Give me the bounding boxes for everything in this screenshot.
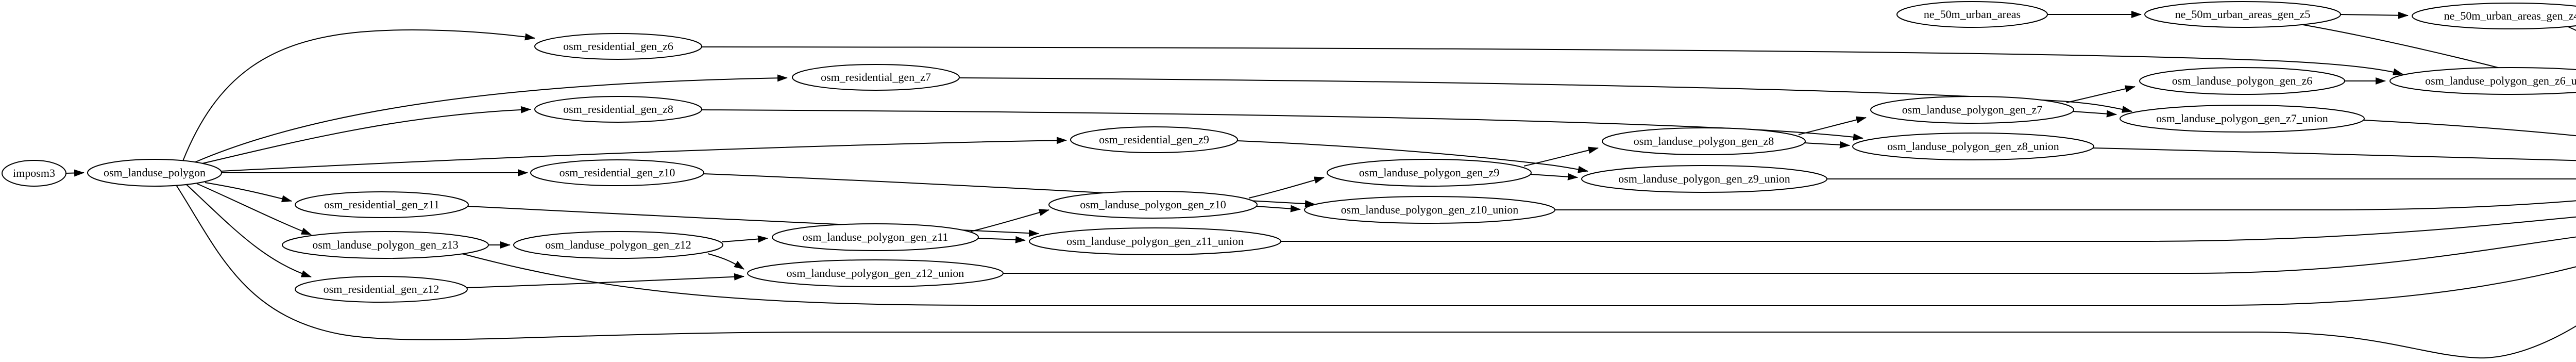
svg-text:osm_residential_gen_z12: osm_residential_gen_z12 — [324, 283, 439, 295]
svg-text:osm_landuse_polygon: osm_landuse_polygon — [104, 166, 206, 179]
edge-res_z9-to-z9_union — [1236, 140, 1588, 173]
edge-z11_union-to-layer_landuse-z11 — [1280, 216, 2576, 242]
svg-text:osm_landuse_polygon_gen_z9: osm_landuse_polygon_gen_z9 — [1359, 166, 1500, 179]
edge-gen_z12-to-z12_union — [707, 253, 744, 270]
edge-gen_z9-to-z9_union — [1530, 173, 1578, 180]
svg-text:osm_landuse_polygon_gen_z6_uni: osm_landuse_polygon_gen_z6_union — [2425, 74, 2576, 87]
edge-res_z12-to-z12_union — [466, 273, 744, 288]
svg-text:osm_residential_gen_z11: osm_residential_gen_z11 — [324, 198, 439, 211]
svg-text:osm_landuse_polygon_gen_z9_uni: osm_landuse_polygon_gen_z9_union — [1618, 172, 1790, 185]
svg-text:osm_landuse_polygon_gen_z7_uni: osm_landuse_polygon_gen_z7_union — [2156, 112, 2328, 125]
node-osm-landuse-polygon-gen-z7: osm_landuse_polygon_gen_z7 — [1870, 96, 2074, 124]
edge-z7_union-to-layer_landuse-z7 — [2363, 120, 2576, 137]
edge-gen_z11-to-gen_z10 — [970, 209, 1049, 232]
node-osm-landuse-polygon-gen-z6-union: osm_landuse_polygon_gen_z6_union — [2389, 67, 2576, 95]
edge-gen_z9-to-gen_z8 — [1523, 146, 1599, 167]
edge-osm_landuse_polygon-to-osm_residential_gen_z6 — [182, 29, 535, 161]
node-osm-landuse-polygon-gen-z8: osm_landuse_polygon_gen_z8 — [1602, 127, 1806, 155]
node-osm-landuse-polygon-gen-z6: osm_landuse_polygon_gen_z6 — [2139, 67, 2345, 95]
svg-text:osm_landuse_polygon_gen_z12: osm_landuse_polygon_gen_z12 — [545, 238, 691, 251]
svg-text:osm_residential_gen_z8: osm_residential_gen_z8 — [563, 103, 673, 116]
node-osm-landuse-polygon-gen-z9-union: osm_landuse_polygon_gen_z9_union — [1581, 165, 1827, 193]
node-osm-residential-gen-z7: osm_residential_gen_z7 — [792, 64, 960, 91]
edge-z12_union-to-layer_landuse-z12 — [1003, 236, 2576, 274]
svg-text:osm_landuse_polygon_gen_z11_un: osm_landuse_polygon_gen_z11_union — [1066, 235, 1244, 248]
node-osm-residential-gen-z9: osm_residential_gen_z9 — [1070, 126, 1238, 153]
node-osm-residential-gen-z11: osm_residential_gen_z11 — [295, 191, 469, 218]
node-osm-landuse-polygon-gen-z10: osm_landuse_polygon_gen_z10 — [1048, 191, 1258, 219]
edge-gen_z11-to-z11_union — [977, 236, 1026, 243]
node-osm-residential-gen-z8: osm_residential_gen_z8 — [534, 96, 702, 123]
node-osm-landuse-polygon: osm_landuse_polygon — [87, 159, 222, 187]
edge-gen_z7-to-gen_z6 — [2066, 85, 2136, 103]
edge-gen_z10-to-gen_z9 — [1248, 176, 1325, 199]
svg-text:osm_landuse_polygon_gen_z11: osm_landuse_polygon_gen_z11 — [803, 231, 948, 243]
edge-z8_union-to-layer_landuse-z8 — [2092, 147, 2576, 161]
svg-text:osm_landuse_polygon_gen_z7: osm_landuse_polygon_gen_z7 — [1902, 103, 2043, 116]
nodes: imposm3 osm_landuse_polygon osm_resident… — [2, 1, 2576, 303]
svg-text:osm_residential_gen_z10: osm_residential_gen_z10 — [560, 166, 675, 179]
edge-gen_z8-to-z8_union — [1804, 141, 1850, 149]
edge-osm_landuse_polygon-to-osm_residential_gen_z9 — [220, 137, 1067, 172]
edge-osm_landuse_polygon-to-osm_residential_gen_z7 — [193, 74, 788, 163]
edge-gen_z7-to-z7_union — [2072, 110, 2117, 118]
edge-gen_z10-to-z10_union — [1256, 205, 1301, 212]
node-ne-50m-urban-areas-gen-z4: ne_50m_urban_areas_gen_z4 — [2412, 3, 2576, 29]
node-osm-landuse-polygon-gen-z11: osm_landuse_polygon_gen_z11 — [772, 223, 979, 251]
svg-text:osm_landuse_polygon_gen_z8_uni: osm_landuse_polygon_gen_z8_union — [1887, 140, 2059, 153]
svg-text:osm_landuse_polygon_gen_z6: osm_landuse_polygon_gen_z6 — [2172, 74, 2313, 87]
edge-gen_z8-to-gen_z7 — [1798, 116, 1867, 135]
node-imposm3: imposm3 — [2, 160, 66, 187]
node-ne-50m-urban-areas-gen-z5: ne_50m_urban_areas_gen_z5 — [2144, 1, 2341, 28]
node-osm-landuse-polygon-gen-z13: osm_landuse_polygon_gen_z13 — [282, 231, 489, 259]
svg-text:ne_50m_urban_areas: ne_50m_urban_areas — [1924, 8, 2021, 21]
svg-text:ne_50m_urban_areas_gen_z5: ne_50m_urban_areas_gen_z5 — [2175, 8, 2311, 21]
edge-res_z8-to-z8_union — [701, 109, 1863, 141]
node-osm-residential-gen-z10: osm_residential_gen_z10 — [530, 159, 704, 186]
svg-text:ne_50m_urban_areas_gen_z4: ne_50m_urban_areas_gen_z4 — [2444, 9, 2576, 22]
edge-ne_gen_z5-to-ne_gen_z4 — [2340, 11, 2409, 19]
edge-osm_landuse_polygon-to-osm_residential_gen_z8 — [195, 106, 531, 166]
svg-text:osm_landuse_polygon_gen_z12_un: osm_landuse_polygon_gen_z12_union — [787, 267, 964, 279]
svg-text:osm_landuse_polygon_gen_z13: osm_landuse_polygon_gen_z13 — [312, 238, 459, 251]
node-osm-residential-gen-z12: osm_residential_gen_z12 — [295, 276, 468, 303]
svg-text:osm_residential_gen_z7: osm_residential_gen_z7 — [821, 71, 931, 84]
edge-z10_union-to-layer_landuse-z10 — [1554, 200, 2576, 210]
edge-res_z7-to-z7_union — [958, 77, 2132, 113]
edge-osm_landuse_polygon-to-osm_residential_gen_z12 — [186, 184, 312, 277]
edge-gen_z12-to-gen_z11 — [721, 235, 768, 243]
edge-gen_z13-to-layer_landuse-z13 — [460, 253, 2576, 306]
node-osm-landuse-polygon-gen-z12: osm_landuse_polygon_gen_z12 — [513, 231, 723, 259]
edge-osm_landuse_polygon-to-osm_residential_gen_z11 — [205, 182, 292, 203]
node-osm-landuse-polygon-gen-z9: osm_landuse_polygon_gen_z9 — [1327, 159, 1532, 187]
node-osm-landuse-polygon-gen-z10-union: osm_landuse_polygon_gen_z10_union — [1304, 196, 1555, 224]
edge-osm_landuse_polygon-to-osm_landuse_polygon_gen_z13 — [196, 183, 312, 235]
node-osm-landuse-polygon-gen-z12-union: osm_landuse_polygon_gen_z12_union — [747, 259, 1004, 287]
node-osm-landuse-polygon-gen-z11-union: osm_landuse_polygon_gen_z11_union — [1029, 227, 1281, 255]
edge-res_z6-to-z6_union — [701, 46, 2403, 76]
svg-text:imposm3: imposm3 — [13, 167, 55, 179]
node-osm-landuse-polygon-gen-z8-union: osm_landuse_polygon_gen_z8_union — [1852, 133, 2094, 160]
svg-text:osm_residential_gen_z9: osm_residential_gen_z9 — [1099, 133, 1209, 146]
svg-text:osm_residential_gen_z6: osm_residential_gen_z6 — [563, 40, 673, 53]
edges — [65, 11, 2576, 359]
node-osm-landuse-polygon-gen-z7-union: osm_landuse_polygon_gen_z7_union — [2120, 105, 2365, 133]
svg-text:osm_landuse_polygon_gen_z10_un: osm_landuse_polygon_gen_z10_union — [1341, 203, 1519, 216]
svg-text:osm_landuse_polygon_gen_z10: osm_landuse_polygon_gen_z10 — [1080, 198, 1226, 211]
node-ne-50m-urban-areas: ne_50m_urban_areas — [1896, 1, 2048, 28]
svg-text:osm_landuse_polygon_gen_z8: osm_landuse_polygon_gen_z8 — [1634, 135, 1774, 147]
node-osm-residential-gen-z6: osm_residential_gen_z6 — [534, 33, 702, 60]
edge-osm_landuse_polygon-to-layer_landuse-z14 — [176, 185, 2576, 359]
